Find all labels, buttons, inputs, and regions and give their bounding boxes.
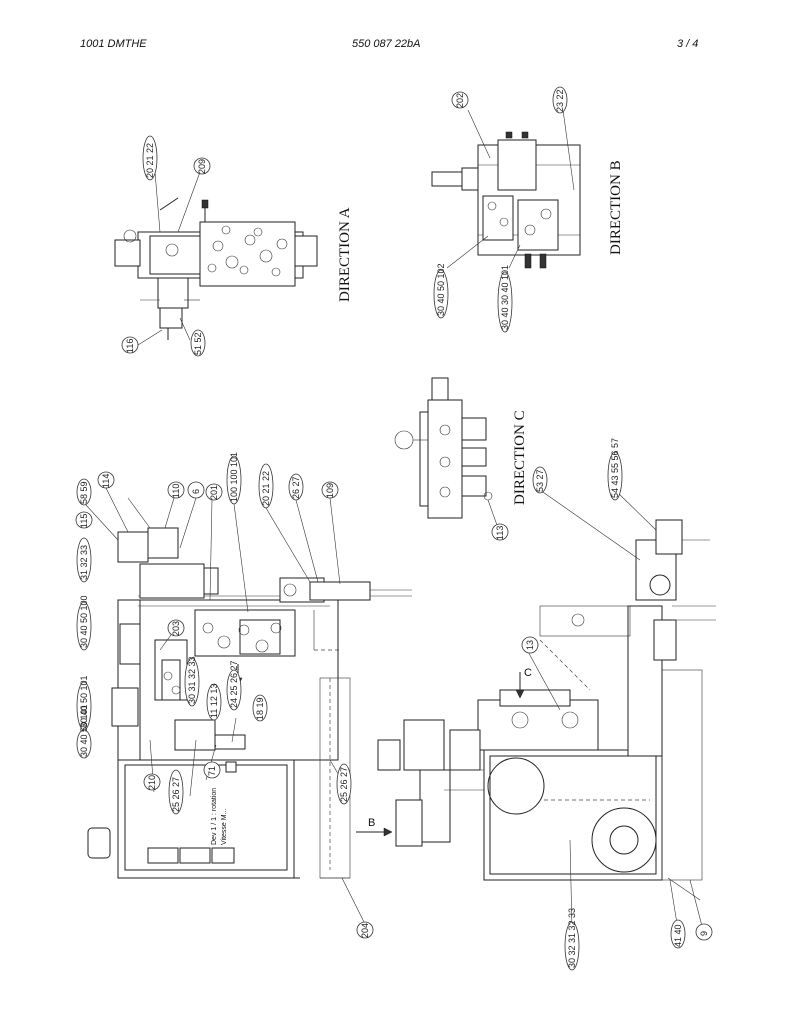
svg-text:201: 201 bbox=[209, 485, 219, 500]
balloon-a-51: 51 52 bbox=[190, 329, 206, 357]
direction-c-label: DIRECTION C bbox=[512, 410, 528, 505]
balloon-11-12-13: 11 12 13 bbox=[206, 683, 222, 721]
balloon-a-116: 116 bbox=[121, 336, 139, 354]
svg-text:110: 110 bbox=[171, 484, 181, 498]
balloon-201: 201 bbox=[205, 483, 223, 501]
item-balloons: 20 21 22 209 116 51 52 202 23 22 30 40 5… bbox=[75, 86, 713, 971]
balloon-54-57: 54 43 55 56 57 bbox=[607, 438, 623, 501]
plate-note: Dev 1 / 1 : rotation bbox=[211, 788, 218, 845]
svg-text:25 26 27: 25 26 27 bbox=[339, 767, 349, 802]
balloon-109: 109 bbox=[321, 481, 339, 499]
svg-text:30 40 50 100: 30 40 50 100 bbox=[79, 595, 89, 648]
direction-a-label: DIRECTION A bbox=[337, 207, 353, 302]
svg-text:113: 113 bbox=[495, 526, 505, 540]
svg-text:9: 9 bbox=[699, 931, 709, 936]
balloon-203: 203 bbox=[167, 619, 185, 637]
svg-text:116: 116 bbox=[125, 339, 135, 353]
view-direction-c: DIRECTION C bbox=[394, 377, 528, 529]
svg-text:30 40 50 101: 30 40 50 101 bbox=[79, 704, 89, 757]
document-number: 550 087 22bA bbox=[352, 38, 421, 50]
svg-text:18 19: 18 19 bbox=[255, 697, 265, 720]
svg-text:202: 202 bbox=[455, 93, 465, 108]
arrow-c-label: C bbox=[524, 667, 532, 679]
svg-text:203: 203 bbox=[171, 621, 181, 636]
svg-text:23 22: 23 22 bbox=[555, 89, 565, 112]
svg-text:20 21 22: 20 21 22 bbox=[145, 143, 155, 178]
direction-b-label: DIRECTION B bbox=[608, 160, 624, 255]
balloon-c-113: 113 bbox=[491, 523, 509, 541]
balloon-18-19: 18 19 bbox=[252, 694, 268, 722]
svg-text:51 52: 51 52 bbox=[193, 332, 203, 355]
balloon-115: 115 bbox=[75, 511, 93, 529]
svg-text:13: 13 bbox=[525, 640, 535, 650]
svg-text:6: 6 bbox=[191, 489, 201, 494]
svg-text:100 100 101: 100 100 101 bbox=[229, 452, 239, 502]
svg-text:30 32 31 32 33: 30 32 31 32 33 bbox=[567, 908, 577, 968]
balloon-b-23: 23 22 bbox=[552, 86, 568, 114]
svg-text:54 43 55 56 57: 54 43 55 56 57 bbox=[610, 438, 620, 498]
balloon-30-100: 30 40 50 100 bbox=[76, 595, 92, 651]
balloon-13: 13 bbox=[521, 636, 539, 654]
balloon-100-101: 100 100 101 bbox=[226, 452, 242, 505]
svg-text:20 21 22: 20 21 22 bbox=[261, 471, 271, 506]
svg-text:115: 115 bbox=[79, 514, 89, 528]
balloon-a-top: 20 21 22 bbox=[142, 135, 158, 181]
svg-text:31 32 33: 31 32 33 bbox=[79, 545, 89, 580]
svg-text:30 40 30 40 101: 30 40 30 40 101 bbox=[500, 265, 510, 330]
svg-text:26 27: 26 27 bbox=[291, 476, 301, 499]
balloon-41-40: 41 40 bbox=[670, 919, 686, 949]
svg-text:71: 71 bbox=[207, 766, 217, 776]
balloon-24-27: 24 25 26 27 bbox=[226, 660, 242, 711]
main-assembly: Dev 1 / 1 : rotation Vitesse M... bbox=[85, 487, 716, 931]
svg-text:209: 209 bbox=[197, 159, 207, 174]
balloon-114: 114 bbox=[97, 471, 115, 489]
svg-text:204: 204 bbox=[360, 923, 370, 938]
balloon-a-209: 209 bbox=[193, 157, 211, 175]
svg-text:25 26 27: 25 26 27 bbox=[171, 777, 181, 812]
svg-text:58 59: 58 59 bbox=[79, 481, 89, 504]
balloon-30-101b: 30 40 50 101 bbox=[76, 704, 92, 759]
svg-text:30 40 50 102: 30 40 50 102 bbox=[436, 263, 446, 316]
balloon-25-26-27b: 25 26 27 bbox=[336, 763, 352, 805]
balloon-30-31-32-33: 30 31 32 33 bbox=[184, 656, 200, 707]
balloon-58-59: 58 59 bbox=[76, 478, 92, 506]
balloon-210: 210 bbox=[143, 773, 161, 791]
balloon-b-202: 202 bbox=[451, 91, 469, 109]
balloon-26-27: 26 27 bbox=[288, 473, 304, 501]
svg-text:24 25 26 27: 24 25 26 27 bbox=[229, 660, 239, 708]
balloon-71: 71 bbox=[203, 761, 221, 779]
balloon-31-32-33: 31 32 33 bbox=[76, 537, 92, 583]
svg-text:114: 114 bbox=[101, 474, 111, 488]
svg-text:30 31 32 33: 30 31 32 33 bbox=[187, 656, 197, 704]
document-code: 1001 DMTHE bbox=[80, 38, 147, 50]
page-indicator: 3 / 4 bbox=[677, 38, 699, 50]
balloon-b-30a: 30 40 50 102 bbox=[433, 263, 449, 319]
arrow-b-label: B bbox=[368, 817, 375, 829]
svg-text:210: 210 bbox=[147, 775, 157, 790]
svg-text:11 12 13: 11 12 13 bbox=[209, 684, 219, 718]
view-direction-a: DIRECTION A bbox=[114, 171, 353, 346]
balloon-20-21-22: 20 21 22 bbox=[258, 463, 274, 509]
balloon-110: 110 bbox=[167, 481, 185, 499]
balloon-b-30b: 30 40 30 40 101 bbox=[497, 265, 513, 333]
plate-subnote: Vitesse M... bbox=[221, 809, 228, 845]
svg-text:53 27: 53 27 bbox=[535, 469, 545, 492]
balloon-30-33: 30 32 31 32 33 bbox=[564, 908, 580, 971]
svg-text:41 40: 41 40 bbox=[673, 924, 683, 947]
balloon-6: 6 bbox=[187, 481, 205, 499]
balloon-204: 204 bbox=[356, 921, 374, 939]
svg-text:30 40 50 101: 30 40 50 101 bbox=[79, 675, 89, 728]
balloon-53-27: 53 27 bbox=[532, 466, 548, 494]
view-direction-b: DIRECTION B bbox=[431, 109, 624, 269]
balloon-9: 9 bbox=[695, 923, 713, 941]
svg-text:109: 109 bbox=[325, 483, 335, 498]
balloon-25-26-27a: 25 26 27 bbox=[168, 769, 184, 815]
